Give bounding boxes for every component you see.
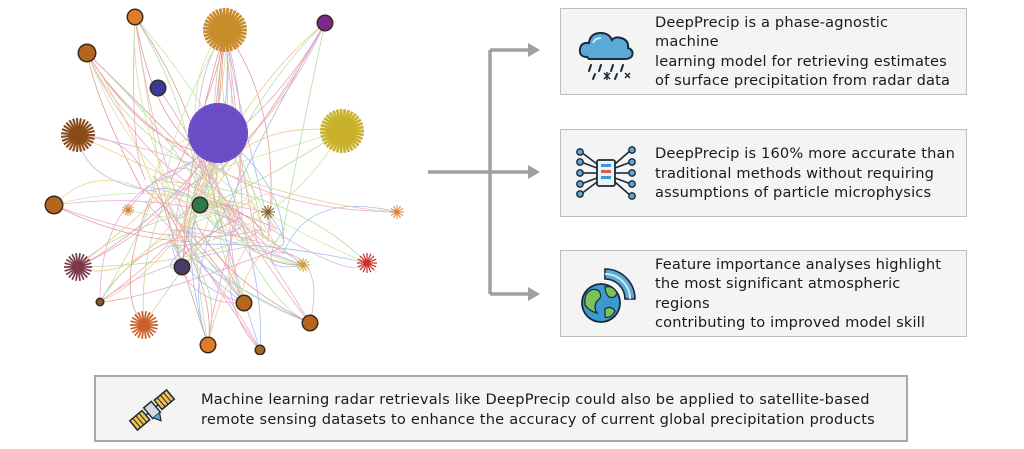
satellite-icon [128,388,176,432]
panel-text: Feature importance analyses highlight th… [655,255,942,332]
panel-text: DeepPrecip is a phase-agnostic machine l… [655,13,951,90]
summary-panel-accuracy: DeepPrecip is 160% more accurate than tr… [560,129,967,217]
globe-radar-icon [581,267,636,323]
panel-text: DeepPrecip is 160% more accurate than tr… [655,144,955,201]
satellite-application-panel: Machine learning radar retrievals like D… [94,375,908,442]
neural-network-icon [576,146,636,200]
summary-panel-model: DeepPrecip is a phase-agnostic machine l… [560,8,967,95]
cloud-rain-snow-icon [578,31,634,80]
network-graph-illustration [44,7,404,355]
panel-text: Machine learning radar retrievals like D… [201,391,875,428]
branching-arrows [428,43,540,301]
summary-panel-feature-importance: Feature importance analyses highlight th… [560,250,967,337]
